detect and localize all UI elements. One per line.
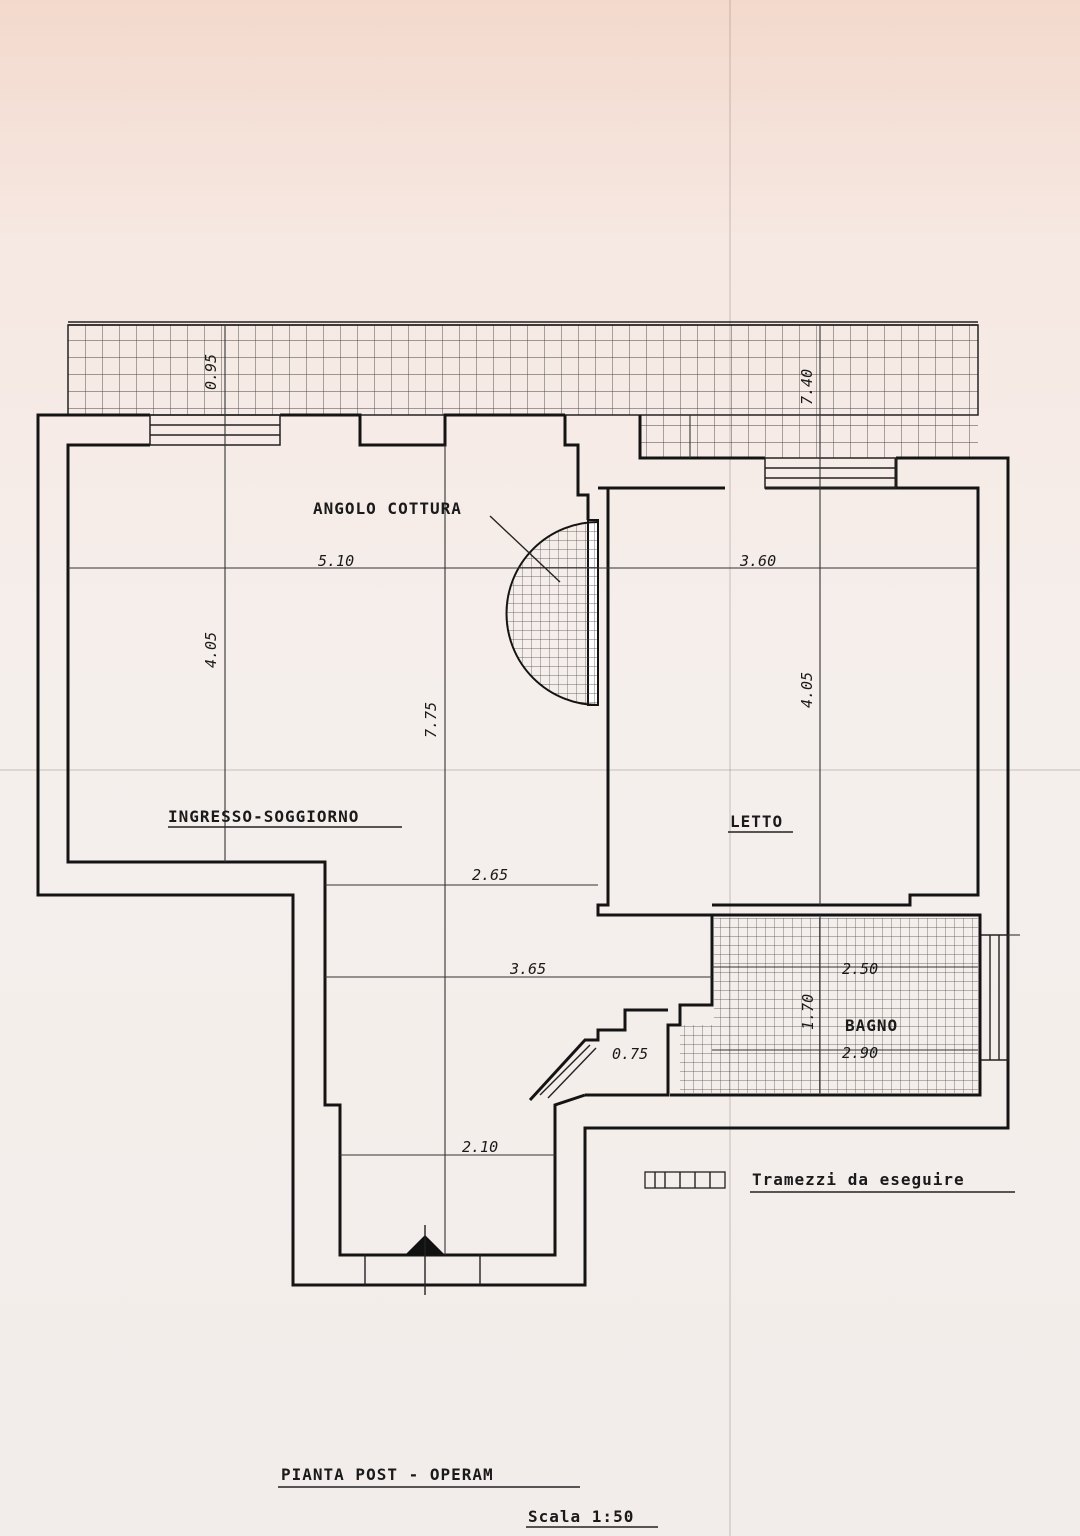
dim-bath-depth: 1.70 (799, 994, 817, 1030)
entrance-door (364, 1225, 481, 1295)
dim-hall-width: 3.65 (509, 960, 546, 978)
dim-overall-depth: 7.75 (422, 702, 440, 738)
legend-swatch (644, 1171, 726, 1189)
dim-living-width: 5.10 (318, 552, 354, 570)
room-label-living: INGRESSO-SOGGIORNO (168, 807, 359, 826)
room-label-bath: BAGNO (845, 1016, 898, 1035)
drawing-scale: Scala 1:50 (528, 1507, 634, 1526)
dim-bath-top: 2.50 (842, 960, 878, 978)
dim-step: 0.75 (612, 1045, 648, 1063)
dim-bedroom-width: 3.60 (739, 552, 776, 570)
room-label-bedroom: LETTO (730, 812, 783, 831)
dim-bedroom-depth: 4.05 (798, 672, 816, 708)
kitchen-counter (505, 520, 599, 707)
dim-living-depth: 4.05 (202, 632, 220, 668)
dim-corridor-width: 2.65 (472, 866, 508, 884)
drawing-title: PIANTA POST - OPERAM (281, 1465, 494, 1484)
dim-entry-width: 2.10 (462, 1138, 498, 1156)
legend-label: Tramezzi da eseguire (752, 1170, 965, 1189)
terrace (67, 321, 979, 458)
kitchen-leader (489, 515, 561, 583)
legend: Tramezzi da eseguire (644, 1170, 1015, 1193)
bathroom-floor (714, 918, 978, 1093)
room-label-kitchen: ANGOLO COTTURA (313, 499, 462, 518)
dim-bath-bottom: 2.90 (842, 1044, 878, 1062)
dim-terrace-depth: 0.95 (202, 354, 220, 390)
entry-step (528, 1008, 668, 1102)
dimension-lines (68, 325, 1020, 1255)
dim-terrace-width: 7.40 (798, 369, 816, 405)
